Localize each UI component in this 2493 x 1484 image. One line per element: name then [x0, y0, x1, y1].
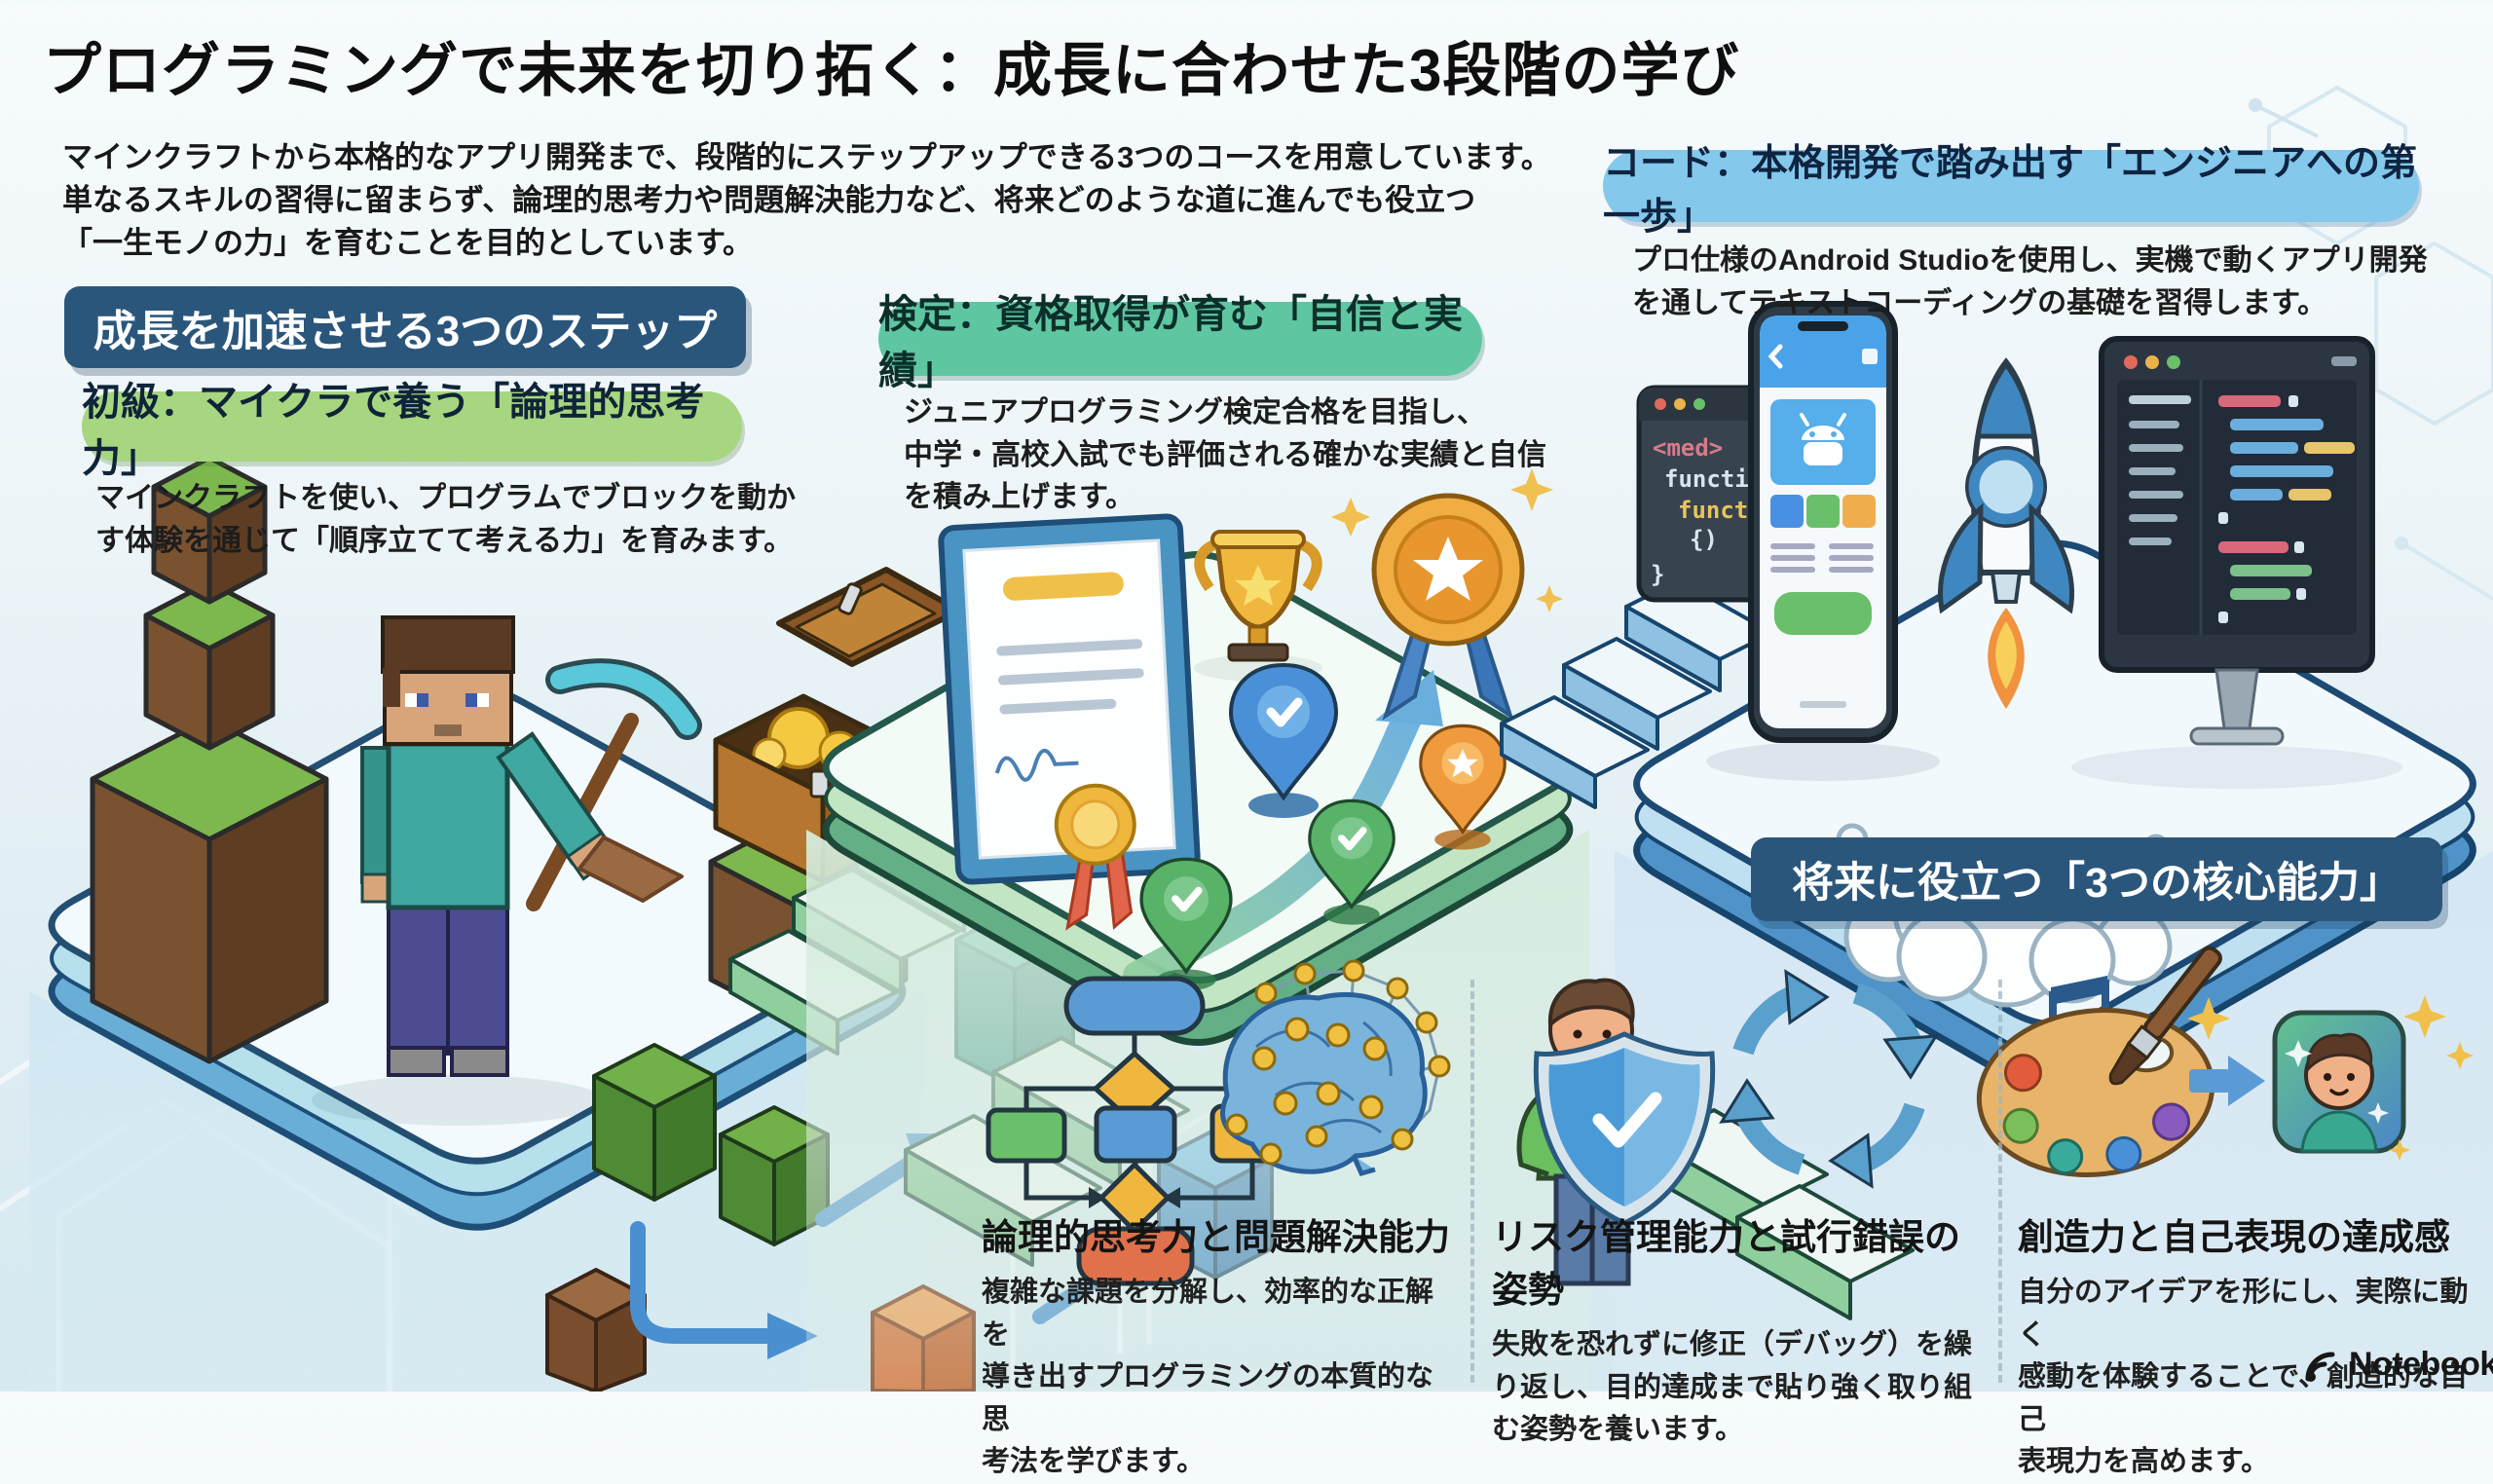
skill-title: リスク管理能力と試行錯誤の姿勢 — [1492, 1217, 1960, 1310]
notebooklm-logo-text: NotebookLM — [2349, 1345, 2493, 1383]
core-skills-banner: 将来に役立つ「3つの核心能力」 — [1751, 837, 2442, 921]
notebooklm-logo-icon — [2305, 1352, 2335, 1382]
skill-column-risk: リスク管理能力と試行錯誤の姿勢 失敗を恐れずに修正（デバッグ）を繰 り返し、目的… — [1492, 1207, 1984, 1452]
code-line: } — [1651, 561, 1664, 588]
kentei-description: ジュニアプログラミング検定合格を目指し、 中学・高校入試でも評価される確かな実績… — [904, 396, 1546, 513]
badge-kentei-label: 検定：資格取得が育む「自信と実績」 — [878, 293, 1463, 392]
infographic-scene: <med> function ( function() {) } — [29, 86, 2493, 1391]
skill-column-logic: 論理的思考力と問題解決能力 複雑な課題を分解し、効率的な正解を 導き出すプログラ… — [982, 1207, 1459, 1484]
skill-title: 創造力と自己表現の達成感 — [2018, 1217, 2450, 1257]
badge-beginner: 初級：マイクラで養う「論理的思考力」 — [82, 381, 742, 480]
core-skills-label: 将来に役立つ「3つの核心能力」 — [1792, 860, 2401, 907]
intro-paragraph: マインクラフトから本格的なアプリ開発まで、段階的にステップアップできる3つのコー… — [62, 140, 1551, 261]
steps-header-banner: 成長を加速させる3つのステップ — [64, 286, 746, 368]
code-description: プロ仕様のAndroid Studioを使用し、実機で動くアプリ開発 を通してテ… — [1632, 244, 2428, 319]
minecraft-steve — [312, 615, 702, 1126]
pin-green-check-icon — [1308, 798, 1395, 925]
pin-green-check-icon — [1139, 857, 1233, 991]
skill-description: 複雑な課題を分解し、効率的な正解を 導き出すプログラミングの本質的な思 考法を学… — [982, 1277, 1434, 1477]
smoke-cloud-icon — [1836, 823, 2173, 1008]
code-line: {) — [1690, 526, 1718, 553]
skill-description: 失敗を恐れずに修正（デバッグ）を繰 り返し、目的達成まで貼り強く取り組 む姿勢を… — [1492, 1329, 1973, 1445]
shield-check-icon — [1533, 1031, 1716, 1226]
minecraft-grass-tower — [90, 455, 329, 1064]
skill-column-creativity: 創造力と自己表現の達成感 自分のアイデアを形にし、実際に動く 感動を体験すること… — [2018, 1207, 2485, 1484]
milestone-pins — [1139, 662, 1507, 991]
code-line: <med> — [1653, 434, 1723, 462]
steps-header-label: 成長を加速させる3つのステップ — [93, 308, 718, 355]
notebooklm-branding: NotebookLM — [2300, 1344, 2493, 1385]
column-divider — [1998, 980, 2002, 1383]
desktop-ide-monitor-icon — [2071, 336, 2402, 789]
badge-kentei: 検定：資格取得が育む「自信と実績」 — [878, 293, 1482, 392]
avatar-app-icon — [2272, 995, 2474, 1161]
skill-title: 論理的思考力と問題解決能力 — [982, 1217, 1450, 1257]
brain-network-icon — [1220, 959, 1451, 1177]
badge-code: コード：本格開発で踏み出す「エンジニアへの第一歩」 — [1603, 143, 2419, 238]
certificate-icon — [938, 513, 1201, 931]
transform-arrow-icon — [2189, 1056, 2265, 1106]
palette-brush-icon — [1976, 946, 2230, 1177]
column-divider — [1470, 980, 1474, 1383]
pin-blue-check-icon — [1228, 662, 1339, 818]
beginner-description: マインクラフトを使い、プログラムでブロックを動か す体験を通じて「順序立てて考え… — [95, 482, 797, 557]
rocket-launch-icon — [1836, 357, 2173, 1008]
iteration-cycle-icon — [1722, 969, 1936, 1186]
gold-medal-icon — [1331, 468, 1563, 721]
smartphone-android-icon — [1706, 301, 1940, 781]
page-title: プログラミングで未来を切り拓く：成長に合わせた3段階の学び — [43, 38, 1740, 103]
pin-orange-star-icon — [1419, 723, 1507, 850]
badge-beginner-label: 初級：マイクラで養う「論理的思考力」 — [82, 381, 705, 480]
badge-code-label: コード：本格開発で踏み出す「エンジニアへの第一歩」 — [1603, 143, 2418, 238]
